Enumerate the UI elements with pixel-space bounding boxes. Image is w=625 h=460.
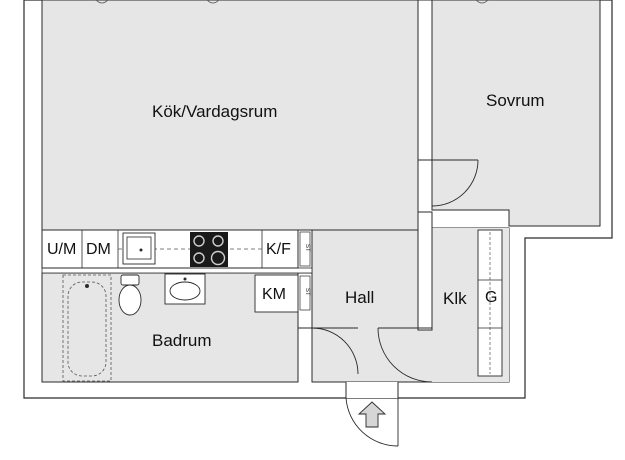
room-label-bathroom: Badrum — [152, 331, 212, 350]
room-label-kitchen-living: Kök/Vardagsrum — [152, 102, 278, 121]
room-label-closet: Klk — [443, 289, 467, 308]
entrance-opening — [346, 382, 398, 398]
wall-living-bedroom — [417, 0, 433, 161]
toilet-icon — [118, 274, 142, 316]
wall-hall-closet — [417, 211, 433, 331]
bathtub-icon — [62, 274, 112, 382]
room-label-bedroom: Sovrum — [486, 91, 545, 110]
cabinet-st-1 — [299, 231, 311, 267]
kitchen-living-floor — [41, 0, 419, 231]
fixture-label-cabinet-2: ST — [304, 288, 310, 296]
lamp-marker — [475, 0, 489, 4]
washbasin-icon — [164, 273, 206, 305]
stove-icon — [190, 232, 228, 267]
washing-machine-box — [254, 274, 299, 313]
fixture-label-wardrobe: G — [485, 289, 498, 306]
room-label-hall: Hall — [345, 288, 375, 307]
fixture-label-fridge-freezer: K/F — [266, 241, 291, 258]
lamp-marker — [95, 0, 109, 4]
door-swing-icon — [311, 159, 479, 447]
entrance-arrow-icon — [357, 401, 387, 428]
wall-kitchen-bath — [41, 267, 313, 274]
cabinet-st-2 — [299, 275, 311, 311]
bedroom-floor — [431, 0, 601, 227]
sink-icon — [122, 232, 156, 265]
fixture-label-dishwasher: DM — [86, 241, 111, 258]
wardrobe-icon — [477, 229, 503, 377]
fixture-label-washer: U/M — [47, 241, 77, 258]
fixture-label-cabinet-1: ST — [304, 244, 310, 252]
fixture-label-washing-machine: KM — [262, 286, 286, 303]
lamp-marker — [206, 0, 220, 4]
